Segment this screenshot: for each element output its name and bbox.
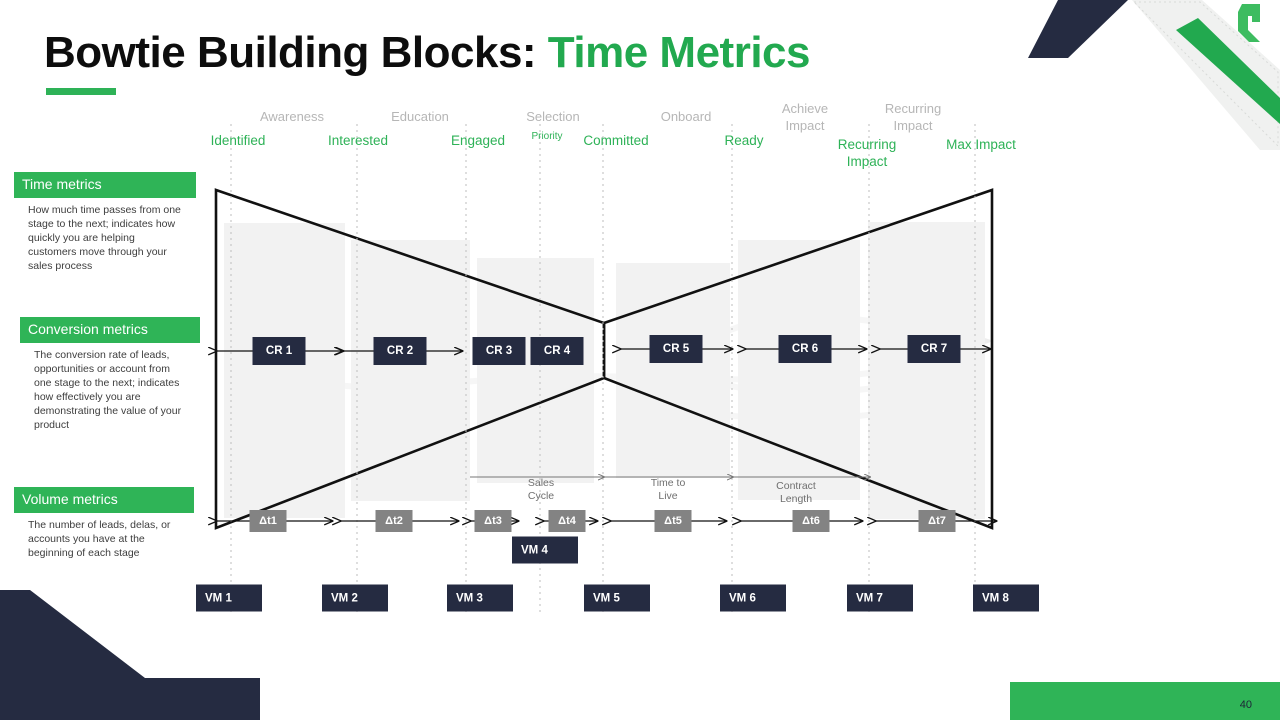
volume-metric-chip[interactable]: VM 5 xyxy=(584,584,650,612)
legend-body: The number of leads, delas, or accounts … xyxy=(28,519,171,560)
stage-label: Achieve Impact xyxy=(781,101,829,134)
stage-label: Selection xyxy=(526,109,580,124)
time-metric-chip[interactable]: Δt2 xyxy=(375,510,413,532)
time-metric-chip[interactable]: Δt1 xyxy=(249,510,287,532)
substage-label: Identified xyxy=(210,133,266,148)
page-number: 40 xyxy=(1239,699,1252,711)
legend-heading: Time metrics xyxy=(14,172,196,199)
time-metric-chip[interactable]: Δt4 xyxy=(548,510,586,532)
conversion-metric-chip[interactable]: CR 7 xyxy=(907,335,961,363)
legend-heading: Conversion metrics xyxy=(20,317,200,344)
volume-metric-chip[interactable]: VM 7 xyxy=(847,584,913,612)
stage-label: Recurring Impact xyxy=(884,101,942,134)
stage-label: Education xyxy=(391,109,449,124)
page-title-main: Bowtie Building Blocks: xyxy=(44,28,548,77)
span-duration-label: Contract Length xyxy=(776,480,816,505)
conversion-metric-chip[interactable]: CR 2 xyxy=(373,337,427,365)
legend-volume-metrics: Volume metrics The number of leads, dela… xyxy=(14,487,194,561)
stage-label: Awareness xyxy=(259,109,325,124)
legend-body: The conversion rate of leads, opportunit… xyxy=(34,349,182,431)
substage-label: Ready xyxy=(724,133,764,148)
time-metric-chip[interactable]: Δt3 xyxy=(474,510,512,532)
volume-metric-chip-inline[interactable]: VM 4 xyxy=(512,536,578,564)
substage-label: Recurring Impact xyxy=(837,137,897,169)
substage-label: Engaged xyxy=(450,133,506,148)
time-metric-chip[interactable]: Δt7 xyxy=(918,510,956,532)
volume-metric-chip[interactable]: VM 1 xyxy=(196,584,262,612)
volume-metric-chip[interactable]: VM 2 xyxy=(322,584,388,612)
time-metric-chip[interactable]: Δt5 xyxy=(654,510,692,532)
legend-body: How much time passes from one stage to t… xyxy=(28,204,181,272)
conversion-metric-chip[interactable]: CR 4 xyxy=(530,337,584,365)
conversion-metric-chip[interactable]: CR 5 xyxy=(649,335,703,363)
substage-label: Priority xyxy=(531,131,563,142)
time-metric-chip[interactable]: Δt6 xyxy=(792,510,830,532)
conversion-metric-chip[interactable]: CR 1 xyxy=(252,337,306,365)
legend-conversion-metrics: Conversion metrics The conversion rate o… xyxy=(20,317,200,433)
substage-label: Max Impact xyxy=(946,137,1016,152)
span-duration-label: Sales Cycle xyxy=(527,477,555,502)
volume-metric-chip[interactable]: VM 8 xyxy=(973,584,1039,612)
substage-label: Committed xyxy=(583,133,649,148)
page-title-accent: Time Metrics xyxy=(547,28,811,77)
volume-metric-chip[interactable]: VM 3 xyxy=(447,584,513,612)
substage-label: Interested xyxy=(327,133,389,148)
legend-time-metrics: Time metrics How much time passes from o… xyxy=(14,172,196,274)
conversion-metric-chip[interactable]: CR 6 xyxy=(778,335,832,363)
page-title: Bowtie Building Blocks: Time Metrics xyxy=(44,28,811,78)
conversion-metric-chip[interactable]: CR 3 xyxy=(472,337,526,365)
span-duration-label: Time to Live xyxy=(650,477,686,502)
volume-metric-chip[interactable]: VM 6 xyxy=(720,584,786,612)
title-underline-rule xyxy=(46,88,116,95)
stage-label: Onboard xyxy=(660,109,712,124)
legend-heading: Volume metrics xyxy=(14,487,194,514)
